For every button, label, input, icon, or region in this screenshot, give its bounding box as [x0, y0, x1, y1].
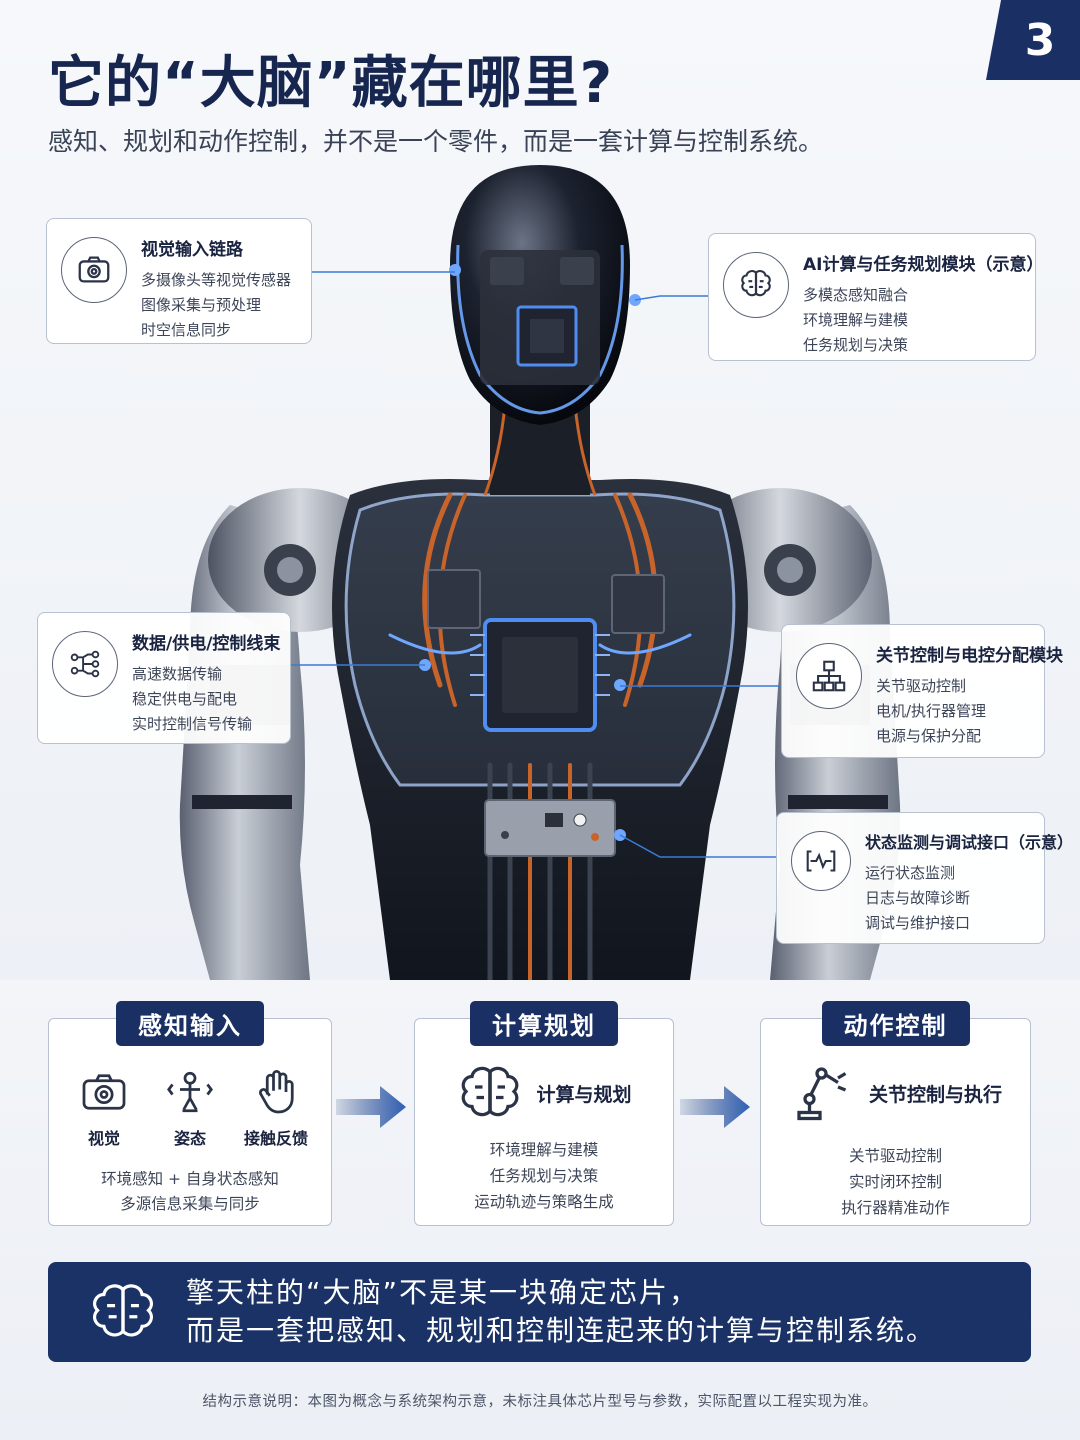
stage-head: 关节控制与执行 [868, 1083, 1002, 1106]
brain-icon [93, 1284, 153, 1337]
sense-item-vision: 视觉 [64, 1067, 144, 1149]
stage-tag: 计算规划 [470, 1001, 618, 1046]
left-chip-module [427, 569, 481, 629]
stage-desc: 运动轨迹与策略生成 [474, 1193, 614, 1211]
callout-line: 图像采集与预处理 [141, 296, 262, 314]
stage-desc: 实时闭环控制 [848, 1173, 942, 1191]
stage-desc: 环境感知 + 自身状态感知 [101, 1170, 279, 1188]
posture-icon [167, 1071, 213, 1113]
stage-head: 计算与规划 [536, 1083, 632, 1106]
summary-banner: 擎天柱的“大脑”不是某一块确定芯片， 而是一套把感知、规划和控制连起来的计算与控… [48, 1262, 1031, 1362]
brain-icon [462, 1066, 519, 1117]
flow-arrow-icon [680, 1086, 750, 1128]
footnote: 结构示意说明：本图为概念与系统架构示意，未标注具体芯片型号与参数，实际配置以工程… [202, 1394, 878, 1410]
stage-desc: 环境理解与建模 [489, 1141, 599, 1159]
brain-icon [723, 252, 789, 318]
flow-arrow-icon [336, 1086, 406, 1128]
sense-item-touch-feedback: 接触反馈 [236, 1067, 316, 1149]
stage-motion-control: 动作控制 关节控制与执行 关节驱动控制 实时闭环控制 执行器精准动作 [760, 1001, 1031, 1226]
sense-label: 接触反馈 [243, 1129, 308, 1148]
stage-compute-planning: 计算规划 计算与规划 环境理解与建模 任务规划与决策 运动轨迹与策略生成 [414, 1001, 674, 1226]
hierarchy-icon [796, 643, 862, 709]
sense-label: 姿态 [173, 1129, 206, 1148]
stage-perception-input: 感知输入 视觉 姿态 接触反馈 环境感知 + 自身状态感知 多源信息采集与同步 [48, 1001, 332, 1226]
circuit-icon [52, 631, 118, 697]
callout-leader-lines [291, 271, 781, 858]
callout-line: 实时控制信号传输 [132, 715, 253, 733]
callout-line: 稳定供电与配电 [132, 690, 238, 708]
page-number: 3 [1024, 14, 1056, 66]
camera-icon [82, 1074, 126, 1110]
callout-line: 时空信息同步 [141, 321, 232, 339]
callout-line: 调试与维护接口 [865, 914, 971, 932]
banner-line: 擎天柱的“大脑”不是某一块确定芯片， [186, 1276, 700, 1309]
callout-title: AI计算与任务规划模块（示意） [803, 255, 1044, 275]
banner-line: 而是一套把感知、规划和控制连起来的计算与控制系统。 [186, 1314, 937, 1347]
robot-arm-icon [797, 1067, 847, 1121]
callout-wiring-harness: 数据/供电/控制线束 高速数据传输 稳定供电与配电 实时控制信号传输 [37, 612, 291, 744]
hand-icon [259, 1070, 294, 1114]
sense-label: 视觉 [87, 1129, 120, 1148]
callout-line: 电源与保护分配 [876, 727, 982, 745]
camera-icon [61, 237, 127, 303]
callout-line: 电机/执行器管理 [876, 702, 987, 720]
callout-joint-control: 关节控制与电控分配模块 关节驱动控制 电机/执行器管理 电源与保护分配 [781, 624, 1063, 758]
callout-title: 视觉输入链路 [141, 240, 243, 260]
stage-desc: 任务规划与决策 [489, 1167, 599, 1185]
callout-title: 状态监测与调试接口（示意） [865, 833, 1074, 852]
stage-desc: 多源信息采集与同步 [120, 1195, 260, 1213]
stage-desc: 关节驱动控制 [848, 1147, 942, 1165]
callout-ai-compute: AI计算与任务规划模块（示意） 多模态感知融合 环境理解与建模 任务规划与决策 [708, 233, 1043, 361]
callout-title: 关节控制与电控分配模块 [876, 646, 1063, 666]
callout-line: 环境理解与建模 [803, 311, 909, 329]
page-title: 它的“大脑”藏在哪里? [48, 51, 614, 116]
sense-item-posture: 姿态 [150, 1067, 230, 1149]
callout-title: 数据/供电/控制线束 [132, 634, 281, 654]
page-number-badge: 3 [986, 0, 1080, 80]
callout-line: 多模态感知融合 [803, 286, 909, 304]
callout-vision-input: 视觉输入链路 多摄像头等视觉传感器 图像采集与预处理 时空信息同步 [46, 218, 312, 344]
stage-desc: 执行器精准动作 [841, 1199, 950, 1217]
stage-tag: 动作控制 [821, 1001, 970, 1046]
callout-line: 日志与故障诊断 [865, 889, 971, 907]
callout-status-monitor: 状态监测与调试接口（示意） 运行状态监测 日志与故障诊断 调试与维护接口 [776, 812, 1073, 944]
callout-line: 任务规划与决策 [803, 336, 909, 354]
callout-line: 高速数据传输 [132, 665, 223, 683]
page-subtitle: 感知、规划和动作控制，并不是一个零件，而是一套计算与控制系统。 [48, 127, 824, 156]
pulse-monitor-icon [791, 831, 851, 891]
right-chip-module [611, 574, 665, 634]
stage-tag: 感知输入 [116, 1001, 264, 1046]
callout-line: 多摄像头等视觉传感器 [141, 271, 292, 289]
callout-line: 关节驱动控制 [876, 677, 967, 695]
callout-line: 运行状态监测 [865, 864, 956, 882]
